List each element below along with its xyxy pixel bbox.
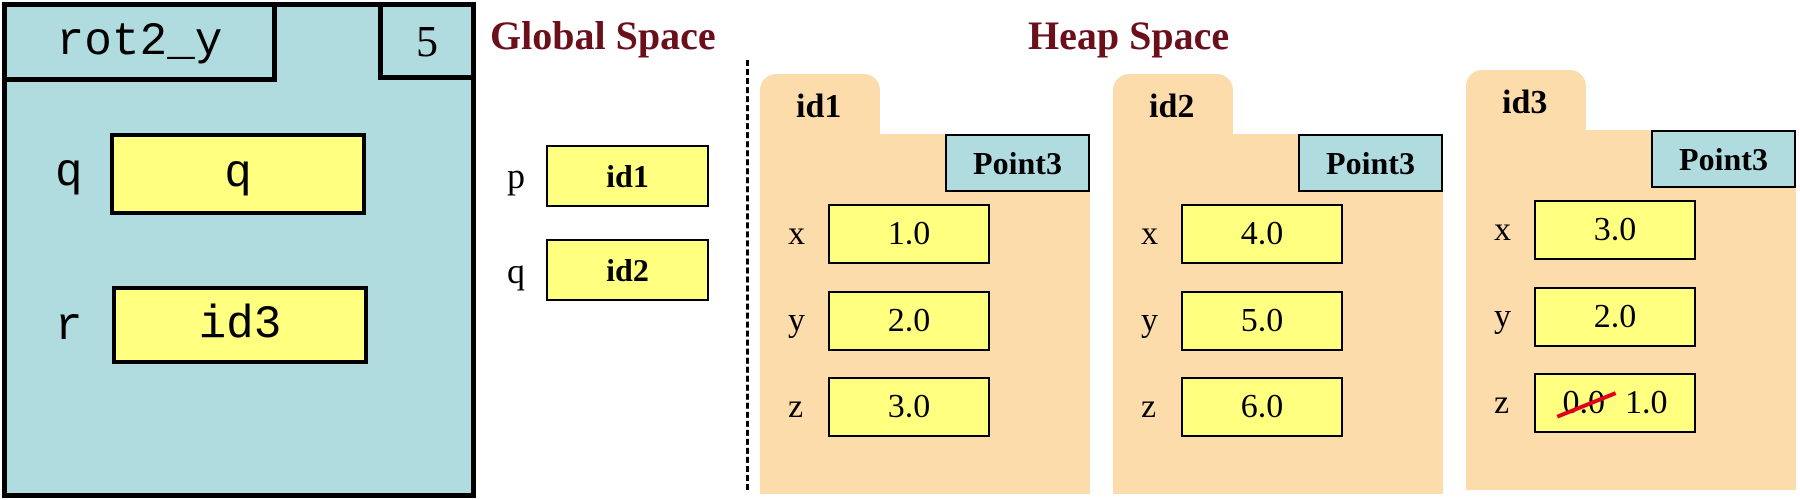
attr-label: x [1141, 215, 1158, 252]
attr-value: 3.0 [828, 377, 990, 437]
object-id: id1 [796, 88, 842, 125]
global-var-label: q [507, 251, 525, 291]
global-var-label: p [507, 156, 525, 196]
object-class-name: Point3 [1298, 134, 1443, 192]
attr-label: z [1141, 388, 1157, 425]
attr-value-updated: 0.0 1.0 [1534, 373, 1696, 433]
global-var-value: id1 [546, 145, 709, 207]
global-space-title: Global Space [490, 13, 716, 58]
attr-value: 2.0 [1534, 287, 1696, 347]
call-frame [2, 2, 476, 498]
space-divider [746, 60, 749, 490]
attr-value: 2.0 [828, 291, 990, 351]
frame-var-value: id3 [112, 286, 368, 364]
attr-value: 6.0 [1181, 377, 1343, 437]
object-class-name: Point3 [1651, 130, 1796, 188]
frame-var-label: r [55, 301, 83, 353]
object-id: id2 [1149, 88, 1195, 125]
global-var-value: id2 [546, 239, 709, 301]
heap-object: id3 Point3 x 3.0 y 2.0 z 0.0 1.0 [1466, 70, 1796, 490]
new-value: 1.0 [1625, 384, 1668, 421]
attr-label: y [788, 302, 805, 339]
attr-label: y [1141, 302, 1158, 339]
attr-label: y [1494, 298, 1511, 335]
attr-value: 1.0 [828, 204, 990, 264]
attr-value: 4.0 [1181, 204, 1343, 264]
attr-value: 5.0 [1181, 291, 1343, 351]
attr-value: 3.0 [1534, 200, 1696, 260]
heap-space-title: Heap Space [1028, 13, 1230, 58]
frame-function-name: rot2_y [2, 2, 277, 82]
frame-var-label: q [55, 147, 83, 199]
frame-var-value: q [110, 133, 366, 215]
frame-line-number: 5 [378, 2, 476, 80]
old-value-crossed-out: 0.0 [1562, 384, 1606, 421]
object-class-name: Point3 [945, 134, 1090, 192]
heap-object: id2 Point3 x 4.0 y 5.0 z 6.0 [1113, 74, 1443, 494]
attr-label: x [788, 215, 805, 252]
attr-label: z [1494, 384, 1510, 421]
attr-label: z [788, 388, 804, 425]
object-id: id3 [1502, 84, 1548, 121]
heap-object: id1 Point3 x 1.0 y 2.0 z 3.0 [760, 74, 1090, 494]
attr-label: x [1494, 211, 1511, 248]
